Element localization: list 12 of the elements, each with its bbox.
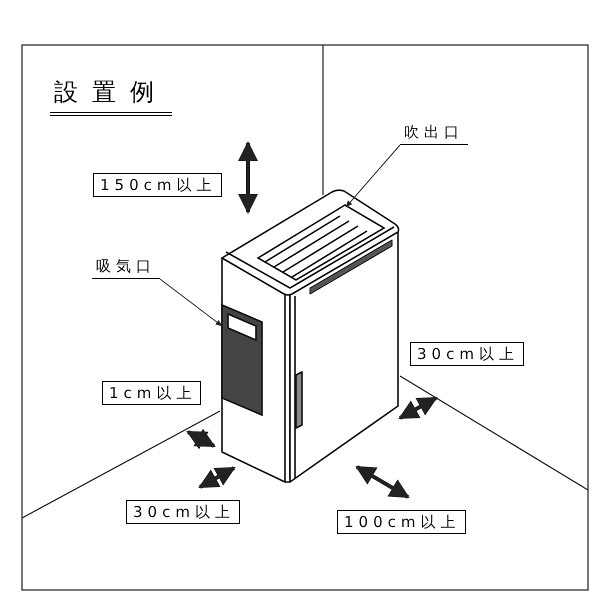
dimension-label: 30cm以上 <box>126 500 240 524</box>
dimension-label: 1cm以上 <box>102 381 202 405</box>
leader-line <box>160 278 223 326</box>
leader-line <box>346 144 400 208</box>
part-label: 吹出口 <box>400 122 468 145</box>
dimension-label: 30cm以上 <box>410 342 524 366</box>
air-intake-grille <box>221 304 263 416</box>
dimension-label: 100cm以上 <box>337 510 466 534</box>
air-outlet-grille <box>256 204 386 281</box>
title: 設置例 <box>50 76 172 116</box>
part-label: 吸気口 <box>92 256 160 279</box>
dimension-label: 150cm以上 <box>93 173 222 197</box>
